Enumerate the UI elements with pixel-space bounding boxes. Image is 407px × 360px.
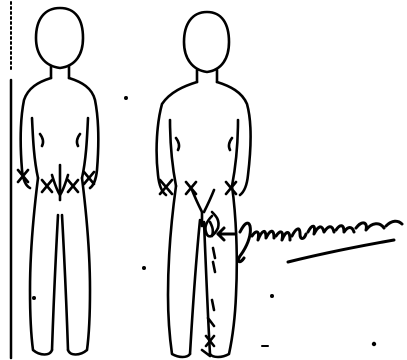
pointer-arrow bbox=[218, 228, 236, 240]
signature bbox=[238, 221, 402, 262]
head-outline bbox=[184, 12, 229, 72]
figure-front-view bbox=[157, 12, 251, 357]
head-outline bbox=[36, 8, 83, 68]
figure-back-view bbox=[18, 8, 98, 355]
